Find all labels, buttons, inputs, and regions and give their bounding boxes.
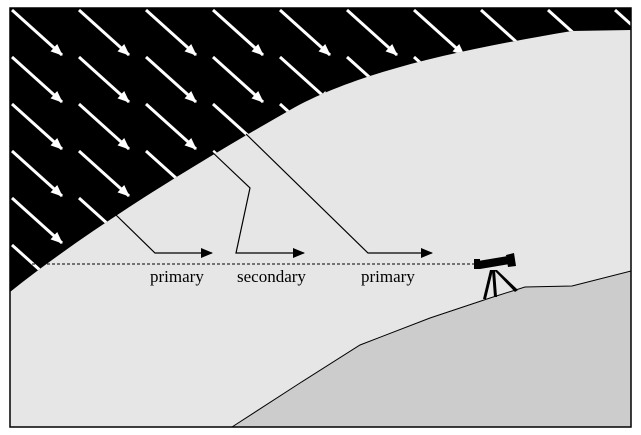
arrow-icon [10,196,64,245]
arrow-icon [77,102,131,151]
arrow-icon [345,8,399,57]
label-secondary: secondary [237,267,306,286]
arrow-icon [144,55,198,104]
dark-region [10,8,631,292]
arrow-icon [77,55,131,104]
arrow-icon [10,8,64,57]
tripod-telescope-icon [474,253,518,299]
secondary-ray [209,149,305,258]
label-primary-right: primary [361,267,415,286]
arrow-icon [144,102,198,151]
arrow-icon [10,55,64,104]
arrow-icon [412,8,466,57]
primary-ray-right [245,133,433,258]
arrow-icon [278,8,332,57]
arrow-icon [211,8,265,57]
arrow-icon [10,102,64,151]
arrow-icon [77,149,131,198]
frame-border [9,7,632,428]
arrow-icon [77,8,131,57]
arrow-icon [10,149,64,198]
arrow-icon [144,8,198,57]
arrow-icon [613,8,631,57]
primary-ray-left [114,213,213,258]
arrow-icon [211,55,265,104]
label-primary-left: primary [150,267,204,286]
